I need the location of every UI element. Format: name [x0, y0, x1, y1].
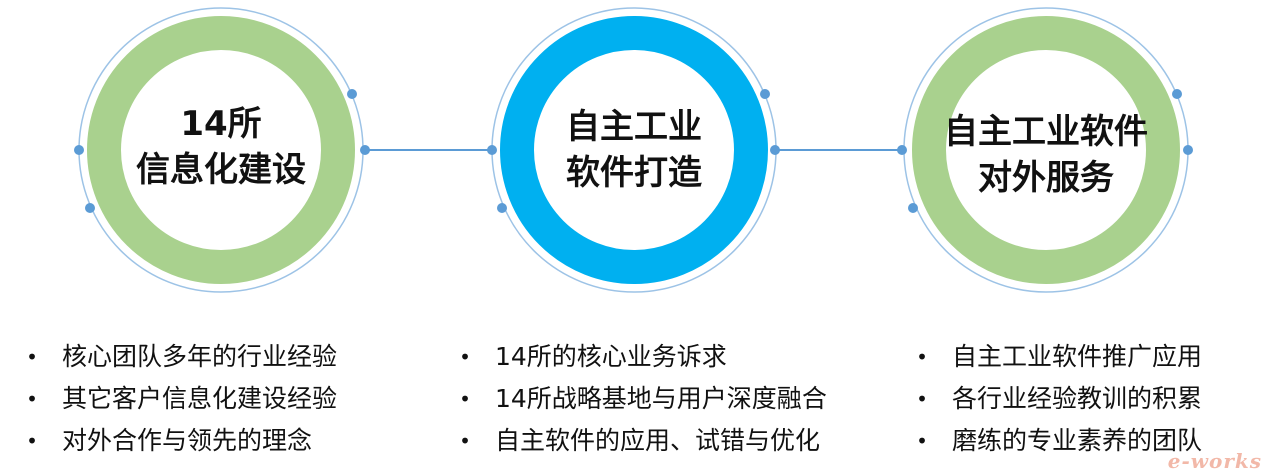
stage-1-title-line-1: 14所 [180, 104, 262, 144]
bullet-icon: • [26, 345, 38, 369]
list-item: • 对外合作与领先的理念 [22, 420, 337, 462]
list-item: • 14所的核心业务诉求 [455, 336, 827, 378]
stage-2-title-line-1: 自主工业 [566, 107, 702, 147]
stage-1-dot-bottom-left [85, 203, 95, 213]
stage-3-title-line-1: 自主工业软件 [944, 112, 1148, 152]
list-item: • 自主软件的应用、试错与优化 [455, 420, 827, 462]
stage-2-title-line-2: 软件打造 [566, 153, 702, 193]
bullet-icon: • [916, 345, 928, 369]
stage-2-points: • 14所的核心业务诉求 • 14所战略基地与用户深度融合 • 自主软件的应用、试错与… [455, 336, 827, 462]
list-item-text: 其它客户信息化建设经验 [62, 384, 338, 413]
bullet-icon: • [459, 345, 471, 369]
stage-1-title-line-2: 信息化建设 [136, 150, 306, 190]
bullet-icon: • [459, 387, 471, 411]
stage-2-dot-top-right [760, 89, 770, 99]
stage-3-ring [912, 16, 1180, 284]
list-item-text: 14所的核心业务诉求 [495, 342, 727, 371]
stage-1-points: • 核心团队多年的行业经验 • 其它客户信息化建设经验 • 对外合作与领先的理念 [22, 336, 337, 462]
stage-2-dot-right [770, 145, 780, 155]
stage-3-dot-top-right [1172, 89, 1182, 99]
list-item: • 核心团队多年的行业经验 [22, 336, 337, 378]
list-item-text: 核心团队多年的行业经验 [62, 342, 338, 371]
list-item-text: 各行业经验教训的积累 [952, 384, 1203, 413]
list-item: • 14所战略基地与用户深度融合 [455, 378, 827, 420]
stage-1-dot-right [360, 145, 370, 155]
stage-3-points: • 自主工业软件推广应用 • 各行业经验教训的积累 • 磨练的专业素养的团队 [912, 336, 1202, 462]
list-item: • 其它客户信息化建设经验 [22, 378, 337, 420]
stage-3-dot-bottom-left [908, 203, 918, 213]
watermark-logo: e-works [1167, 449, 1262, 473]
list-item: • 磨练的专业素养的团队 [912, 420, 1202, 462]
stage-2-dot-bottom-left [497, 203, 507, 213]
stage-2-dot-left [487, 145, 497, 155]
stage-3-dot-right [1183, 145, 1193, 155]
stage-3-title-line-2: 对外服务 [978, 158, 1114, 198]
bullet-icon: • [916, 429, 928, 453]
list-item-text: 自主工业软件推广应用 [952, 342, 1203, 371]
list-item-text: 对外合作与领先的理念 [62, 426, 313, 455]
bullet-icon: • [26, 429, 38, 453]
stage-2-ring [500, 16, 768, 284]
flow-diagram [74, 7, 1193, 293]
stage-3-dot-left [897, 145, 907, 155]
stage-3-title: 自主工业软件 对外服务 [936, 109, 1156, 201]
list-item-text: 磨练的专业素养的团队 [952, 426, 1203, 455]
list-item: • 自主工业软件推广应用 [912, 336, 1202, 378]
list-item-text: 自主软件的应用、试错与优化 [495, 426, 821, 455]
stage-1-dot-top-right [347, 89, 357, 99]
list-item-text: 14所战略基地与用户深度融合 [495, 384, 827, 413]
stage-1-dot-left [74, 145, 84, 155]
stage-2-title: 自主工业 软件打造 [524, 104, 744, 196]
stage-1-ring [87, 16, 355, 284]
list-item: • 各行业经验教训的积累 [912, 378, 1202, 420]
bullet-icon: • [26, 387, 38, 411]
stage-1-title: 14所 信息化建设 [111, 101, 331, 193]
bullet-icon: • [916, 387, 928, 411]
bullet-icon: • [459, 429, 471, 453]
